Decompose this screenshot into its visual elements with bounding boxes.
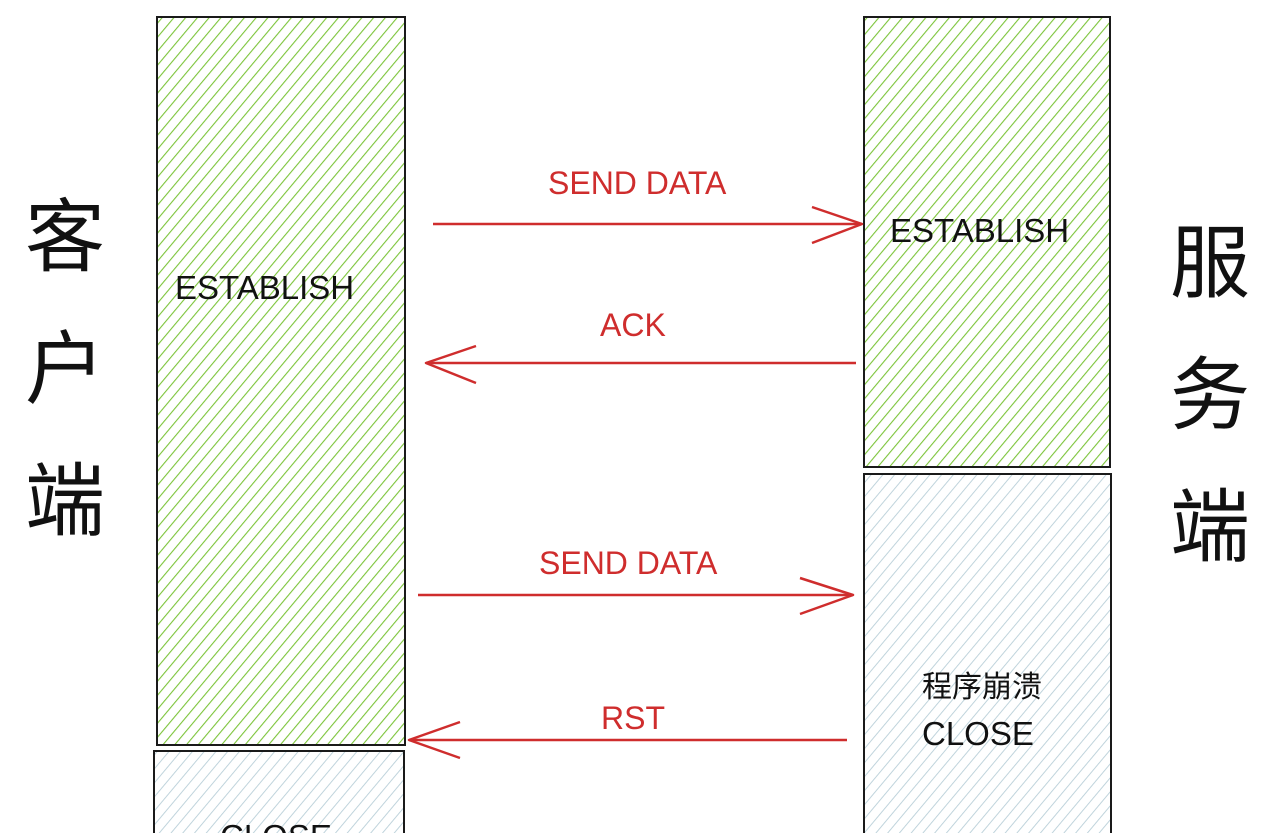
send-data-label-1: SEND DATA	[548, 165, 727, 201]
arrow-head-left-icon	[407, 720, 461, 760]
server-close-label: CLOSE	[922, 715, 1034, 752]
client-close-label: CLOSE	[220, 818, 332, 833]
rst-label: RST	[601, 700, 665, 736]
client-close-block: CLOSE	[153, 750, 405, 833]
client-label-char: 端	[25, 455, 105, 548]
client-establish-label: ESTABLISH	[175, 269, 354, 306]
arrow-head-left-icon	[424, 344, 477, 385]
send-data-label-2: SEND DATA	[539, 545, 718, 581]
server-label-char: 务	[1170, 349, 1250, 442]
arrow-head-right-icon	[811, 205, 864, 245]
send-data-arrow-1: SEND DATA	[433, 165, 864, 245]
server-establish-block: ESTABLISH	[863, 16, 1111, 468]
server-label-char: 端	[1170, 481, 1250, 574]
server-crash-label: 程序崩溃	[922, 670, 1042, 705]
server-side-label: 服 务 端	[1160, 198, 1260, 594]
ack-label: ACK	[600, 307, 666, 343]
client-label-char: 户	[25, 323, 105, 416]
server-label-char: 服	[1170, 217, 1250, 310]
rst-arrow: RST	[407, 700, 847, 760]
server-close-block: 程序崩溃 CLOSE	[863, 473, 1112, 833]
ack-arrow: ACK	[424, 307, 856, 385]
client-establish-block: ESTABLISH	[156, 16, 406, 746]
send-data-arrow-2: SEND DATA	[418, 545, 855, 616]
client-label-char: 客	[25, 191, 105, 284]
server-establish-label: ESTABLISH	[890, 212, 1069, 249]
client-side-label: 客 户 端	[15, 172, 115, 568]
arrow-head-right-icon	[799, 576, 855, 616]
